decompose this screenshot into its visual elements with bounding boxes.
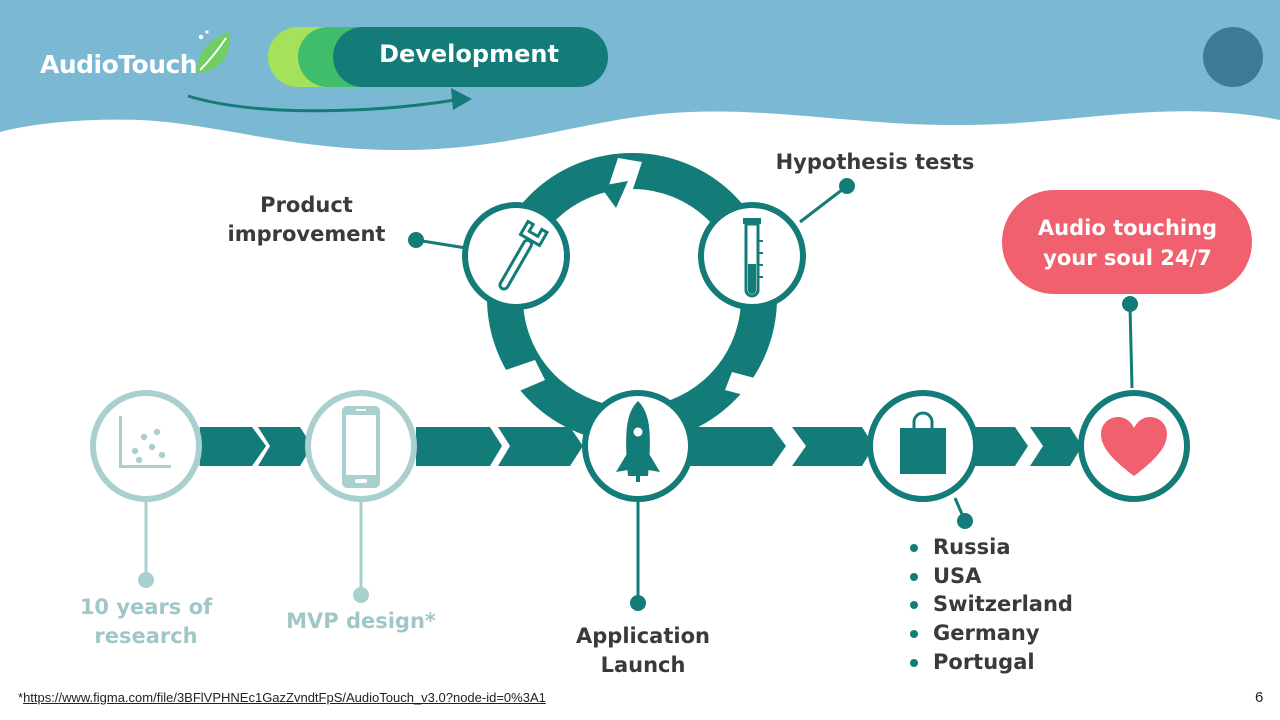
node-improvement bbox=[462, 202, 570, 310]
bullet-icon bbox=[910, 572, 918, 581]
leaf-icon bbox=[196, 30, 231, 73]
market-name: USA bbox=[933, 563, 982, 588]
label-research: 10 years of research bbox=[79, 595, 213, 648]
node-research bbox=[90, 390, 202, 502]
market-name: Switzerland bbox=[933, 592, 1073, 617]
brand-name: AudioTouch bbox=[40, 50, 198, 79]
bullet-icon bbox=[910, 658, 918, 667]
figma-link[interactable]: https://www.figma.com/file/3BFlVPHNEc1Ga… bbox=[23, 690, 546, 705]
goal-pill bbox=[1002, 190, 1252, 294]
header-circle-decoration bbox=[1203, 27, 1263, 87]
label-mvp-design: MVP design* bbox=[286, 609, 436, 633]
list-item: USA bbox=[908, 562, 1073, 591]
wrench-icon bbox=[498, 219, 550, 291]
stage-label: Development bbox=[379, 40, 559, 68]
bullet-icon bbox=[910, 601, 918, 610]
goal-text: Audio touching your soul 24/7 bbox=[1037, 216, 1218, 270]
connectors bbox=[138, 178, 1138, 611]
node-goal bbox=[1078, 390, 1190, 502]
smartphone-icon bbox=[342, 406, 380, 488]
label-product-improvement: Product improvement bbox=[227, 193, 386, 246]
list-item: Portugal bbox=[908, 648, 1073, 677]
stage-pill bbox=[268, 27, 608, 87]
rocket-icon bbox=[616, 401, 660, 482]
market-name: Russia bbox=[933, 535, 1011, 559]
bullet-icon bbox=[910, 544, 918, 552]
test-tube-icon bbox=[743, 218, 763, 298]
node-hypothesis bbox=[698, 202, 806, 310]
node-mvp bbox=[305, 390, 417, 502]
list-item: Russia bbox=[908, 533, 1073, 562]
label-application-launch: Application Launch bbox=[576, 624, 710, 677]
node-launch bbox=[582, 390, 694, 502]
brand-arrow bbox=[187, 88, 472, 113]
page-number: 6 bbox=[1255, 689, 1264, 706]
markets-list: Russia USA Switzerland Germany Portugal bbox=[908, 533, 1073, 677]
timeline-arrows bbox=[200, 427, 1082, 466]
list-item: Switzerland bbox=[908, 590, 1073, 619]
footnote-marker: * bbox=[18, 690, 24, 705]
list-item: Germany bbox=[908, 619, 1073, 648]
scatter-chart-icon bbox=[119, 416, 171, 468]
footnote: *https://www.figma.com/file/3BFlVPHNEc1G… bbox=[18, 690, 546, 705]
heart-icon bbox=[1101, 417, 1167, 476]
node-markets bbox=[867, 390, 979, 502]
label-hypothesis-tests: Hypothesis tests bbox=[775, 150, 975, 174]
market-name: Portugal bbox=[933, 649, 1035, 674]
market-name: Germany bbox=[933, 621, 1040, 646]
shopping-bag-icon bbox=[900, 411, 946, 474]
bullet-icon bbox=[910, 630, 918, 639]
